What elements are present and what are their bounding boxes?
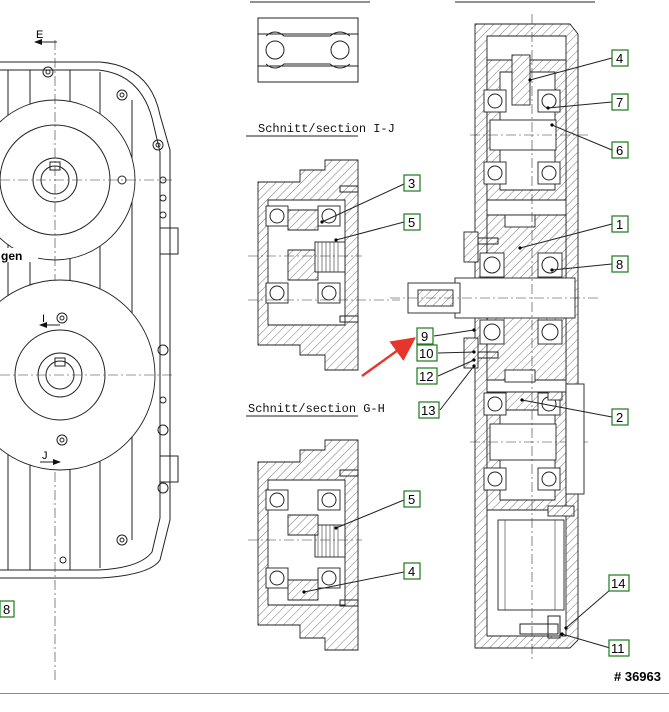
label-gh-4: 4 <box>403 562 421 580</box>
main-section-view: 4 7 6 1 8 9 10 12 <box>361 14 630 660</box>
svg-text:3: 3 <box>408 176 415 191</box>
svg-text:5: 5 <box>408 492 415 507</box>
drawing-number: # 36963 <box>614 669 661 684</box>
label-4: 4 <box>611 49 629 67</box>
arrow-j-label: J <box>42 450 48 462</box>
svg-text:1: 1 <box>616 217 623 232</box>
label-8: 8 <box>611 255 629 273</box>
svg-text:7: 7 <box>616 95 623 110</box>
label-14: 14 <box>608 574 630 592</box>
label-2: 2 <box>611 408 629 426</box>
label-ij-5: 5 <box>403 213 421 231</box>
partial-word: gen <box>1 249 22 263</box>
ij-bearings <box>265 205 341 304</box>
label-9: 9 <box>416 327 434 345</box>
svg-text:2: 2 <box>616 410 623 425</box>
arrow-e-label: E <box>36 29 43 41</box>
label-ij-3: 3 <box>403 174 421 192</box>
footer-divider <box>0 693 669 694</box>
label-gh-5: 5 <box>403 490 421 508</box>
label-6: 6 <box>611 141 629 159</box>
svg-text:4: 4 <box>408 564 415 579</box>
svg-text:4: 4 <box>616 51 623 66</box>
section-gh: Schnitt/section G-H 5 <box>246 402 421 651</box>
left-label-8: 8 <box>0 600 15 618</box>
svg-text:13: 13 <box>421 403 435 418</box>
svg-text:12: 12 <box>419 369 433 384</box>
label-11: 11 <box>608 639 630 657</box>
upper-bearings <box>483 89 561 185</box>
svg-text:14: 14 <box>611 576 625 591</box>
label-1: 1 <box>611 215 629 233</box>
red-pointer-arrow <box>361 337 416 377</box>
left-housing-view: E I J gen 8 <box>0 29 179 680</box>
svg-text:8: 8 <box>616 257 623 272</box>
housing-bolts <box>42 66 169 564</box>
svg-text:11: 11 <box>611 641 625 656</box>
top-cover-view <box>250 1 595 83</box>
svg-text:5: 5 <box>408 215 415 230</box>
svg-text:6: 6 <box>616 143 623 158</box>
label-10: 10 <box>416 344 438 362</box>
section-gh-title: Schnitt/section G-H <box>248 402 385 416</box>
section-ij: Schnitt/section I-J <box>246 122 421 371</box>
label-12: 12 <box>416 367 438 385</box>
svg-text:9: 9 <box>421 329 428 344</box>
arrow-i-label: I <box>42 313 45 325</box>
leader-lines <box>433 57 613 649</box>
gh-bearings <box>265 489 341 589</box>
label-13: 13 <box>418 401 440 419</box>
label-7: 7 <box>611 93 629 111</box>
middle-bearings <box>479 252 563 345</box>
section-ij-title: Schnitt/section I-J <box>258 122 395 136</box>
svg-text:8: 8 <box>3 602 10 617</box>
svg-text:10: 10 <box>419 346 433 361</box>
